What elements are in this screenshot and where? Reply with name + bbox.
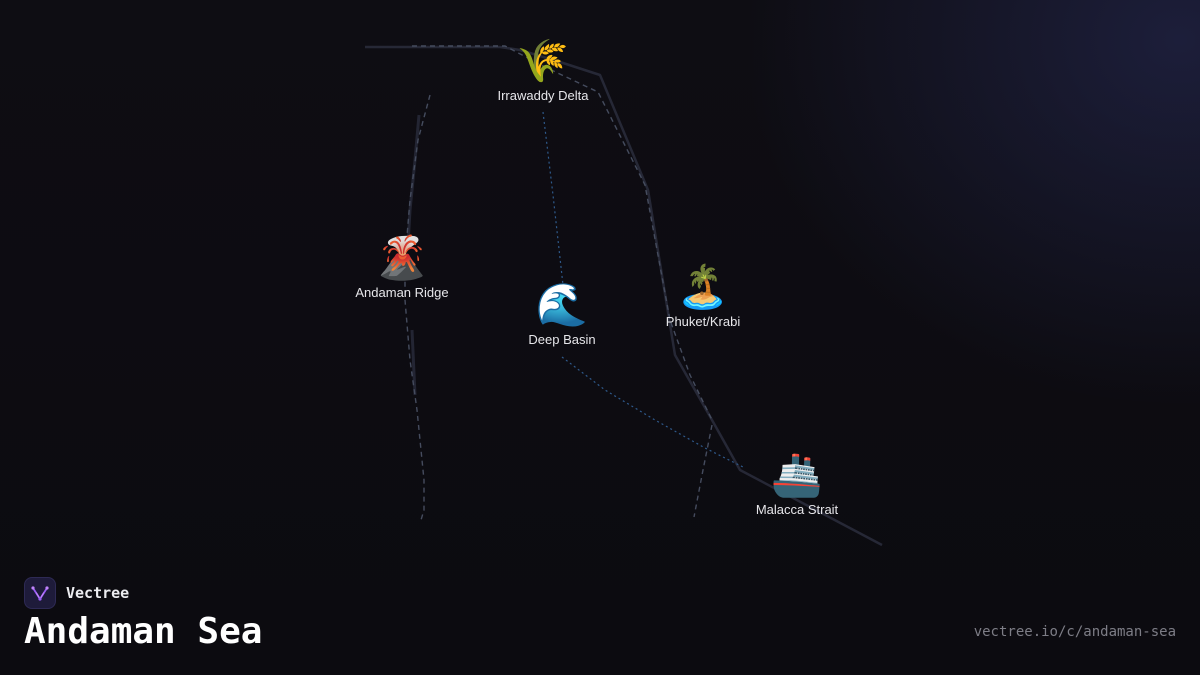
node-malacca-strait[interactable]: 🚢 Malacca Strait [755, 450, 839, 518]
sheaf-of-rice-icon: 🌾 [516, 36, 570, 85]
coast-dashed-top [412, 45, 713, 421]
node-label: Malacca Strait [755, 502, 839, 517]
node-irrawaddy-delta[interactable]: 🌾 Irrawaddy Delta [497, 36, 589, 104]
node-label: Irrawaddy Delta [497, 88, 589, 103]
node-label: Phuket/Krabi [665, 314, 741, 329]
ship-icon: 🚢 [770, 450, 824, 499]
desert-island-icon: 🏝️ [676, 262, 730, 311]
link-basin-strait [561, 356, 746, 469]
node-label: Deep Basin [528, 332, 596, 347]
node-andaman-ridge[interactable]: 🌋 Andaman Ridge [355, 233, 449, 301]
source-url[interactable]: vectree.io/c/andaman-sea [973, 624, 1176, 640]
brand[interactable]: Vectree [24, 577, 129, 609]
coastline-solid [365, 45, 883, 547]
vectree-logo-icon [24, 577, 56, 609]
node-phuket-krabi[interactable]: 🏝️ Phuket/Krabi [665, 262, 741, 330]
page-title: Andaman Sea [24, 611, 263, 652]
node-deep-basin[interactable]: 🌊 Deep Basin [528, 280, 596, 348]
brand-name: Vectree [66, 584, 130, 602]
water-wave-icon: 🌊 [535, 280, 589, 329]
node-label: Andaman Ridge [355, 285, 449, 300]
ridge-solid-lower [410, 329, 417, 396]
ridge-dashed [404, 94, 431, 521]
ridge-solid-upper [406, 114, 421, 246]
strait-dashed [693, 424, 713, 518]
volcano-icon: 🌋 [375, 233, 429, 282]
link-delta-basin [542, 111, 564, 286]
